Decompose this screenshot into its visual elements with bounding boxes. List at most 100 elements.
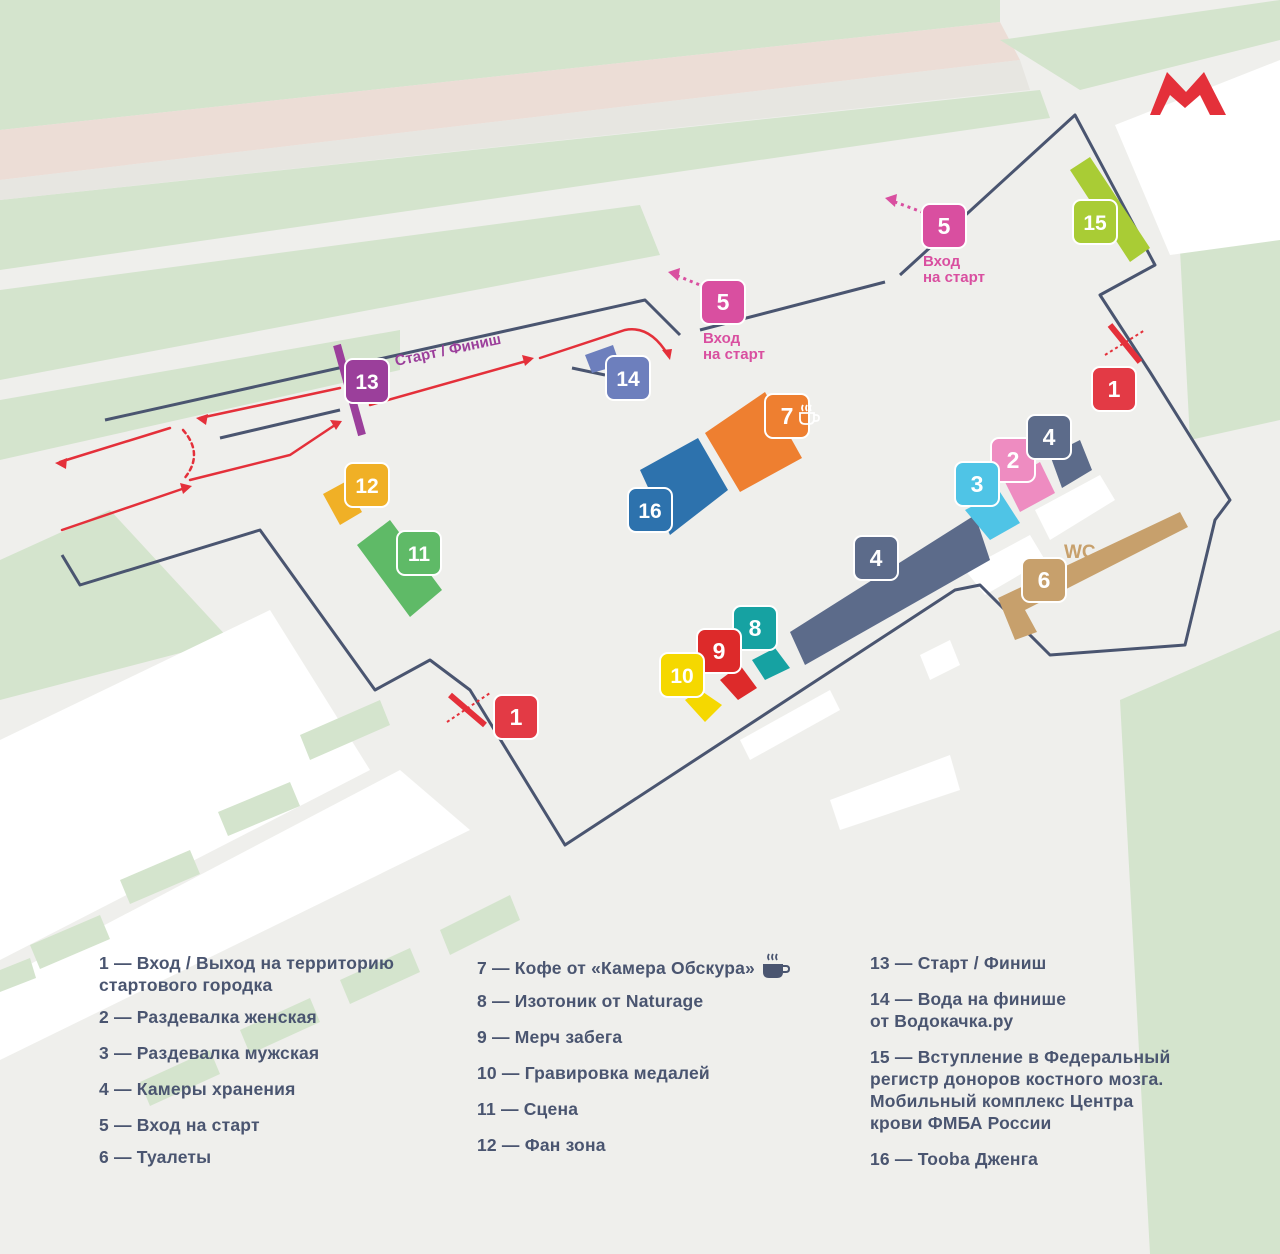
gate-icon [448,692,487,728]
park-area [0,0,1000,130]
marker-13-badge: 13 [344,358,390,404]
park-area [1120,630,1280,1254]
legend-item: 16 — Tooba Дженга [870,1149,1039,1169]
legend-item: 14 — Вода на финише от Водокачка.ру [870,989,1067,1031]
marker-badge-bg [1026,414,1072,460]
route-arrowheads [55,349,672,494]
marker-badge-bg [493,694,539,740]
marker-16-badge: 16 [627,487,673,533]
marker-badge-bg [696,628,742,674]
marker-7-badge: 7 [764,393,820,439]
marker-badge-label: 8 [749,615,762,641]
marker-badge-bg [396,530,442,576]
legend-item: 9 — Мерч забега [477,1027,623,1047]
marker-badge-label: 9 [713,638,726,664]
marker-6-badge: 6 [1021,557,1067,603]
marker-badge-bg [1021,557,1067,603]
legend-column-2: 7 — Кофе от «Камера Обскура» 8 — Изотони… [477,952,857,1170]
marker-badge-label: 7 [781,403,794,429]
zone-storage [790,515,990,665]
marker-badge-label: 10 [670,665,693,688]
marker-4-badge: 4 [853,535,899,581]
park-area [0,510,230,700]
marker-badge-bg [764,393,810,439]
marker-badge-bg [344,462,390,508]
marker-badge-bg [921,203,967,249]
marker-badge-label: 5 [717,289,730,315]
legend-item: 1 — Вход / Выход на территорию стартовог… [99,953,395,995]
race-route [58,328,670,532]
marker-3-badge: 3 [954,461,1000,507]
building [830,755,960,830]
coffee-cup-icon [799,404,820,425]
marker-9-badge: 9 [696,628,742,674]
legend-column-1: 1 — Вход / Выход на территорию стартовог… [99,952,439,1182]
park-strip [0,330,400,460]
entry-label-line2: на старт [703,346,765,363]
marker-badge-bg [853,535,899,581]
legend-item-coffee: 7 — Кофе от «Камера Обскура» [477,952,857,980]
marker-badge-label: 14 [616,368,640,391]
legend-item: 10 — Гравировка медалей [477,1063,710,1083]
building [0,610,370,960]
coffee-cup-icon [762,953,790,978]
legend-item: 3 — Раздевалка мужская [99,1043,320,1063]
marker-badge-label: 11 [408,543,431,566]
marker-1-badge: 1 [1091,366,1137,412]
legend-item: 6 — Туалеты [99,1147,212,1167]
marker-badge-label: 2 [1007,447,1020,473]
marker-badge-label: 13 [355,371,378,394]
zone-women-changing [1005,462,1055,512]
wc-label: WC [1064,542,1096,563]
park-area [1000,0,1280,90]
entry-label-line1: Вход [923,253,961,270]
entry-label-line1: Вход [703,330,741,347]
entry-label-line2: на старт [923,269,985,286]
marker-badge-label: 3 [971,471,984,497]
gate-arrows [446,329,1146,723]
legend-item: 12 — Фан зона [477,1135,606,1155]
marker-15-badge: 15 [1072,199,1118,245]
gate-icon [1107,323,1143,364]
marker-4-badge: 4 [1026,414,1072,460]
marker-5-badge: 5 [700,279,746,325]
zone-toilets [998,512,1188,640]
marker-11-badge: 11 [396,530,442,576]
building [740,690,840,760]
marker-badge-label: 1 [510,704,523,730]
metro-icon [1150,72,1226,115]
legend-item: 13 — Старт / Финиш [870,953,1047,973]
marker-badge-bg [1091,366,1137,412]
marker-badge-label: 16 [638,500,661,523]
legend-item: 4 — Камеры хранения [99,1079,296,1099]
marker-badge-label: 6 [1038,567,1051,593]
marker-8-badge: 8 [732,605,778,651]
marker-12-badge: 12 [344,462,390,508]
building [1035,475,1115,540]
marker-5-badge: 5 [921,203,967,249]
marker-badge-bg [1072,199,1118,245]
legend-item: 15 — Вступление в Федеральный регистр до… [870,1047,1171,1133]
marker-14-badge: 14 [605,355,651,401]
marker-badge-label: 4 [1043,424,1056,450]
park-strip [0,205,660,380]
legend-item: 8 — Изотоник от Naturage [477,991,704,1011]
marker-badge-bg [659,652,705,698]
legend-item: 11 — Сцена [477,1099,579,1119]
road-band [0,22,1020,180]
marker-badge-label: 5 [938,213,951,239]
marker-badge-label: 4 [870,545,883,571]
park-strip [0,90,1050,270]
zone-isotonic [752,648,790,680]
marker-badge-bg [344,358,390,404]
legend-item: 5 — Вход на старт [99,1115,260,1135]
entry-arrows [677,200,931,292]
entry-arrowheads [668,194,897,281]
marker-badge-label: 15 [1083,212,1107,235]
legend-item: 7 — Кофе от «Камера Обскура» [477,958,755,978]
road-band [0,60,1030,200]
marker-1-badge: 1 [493,694,539,740]
